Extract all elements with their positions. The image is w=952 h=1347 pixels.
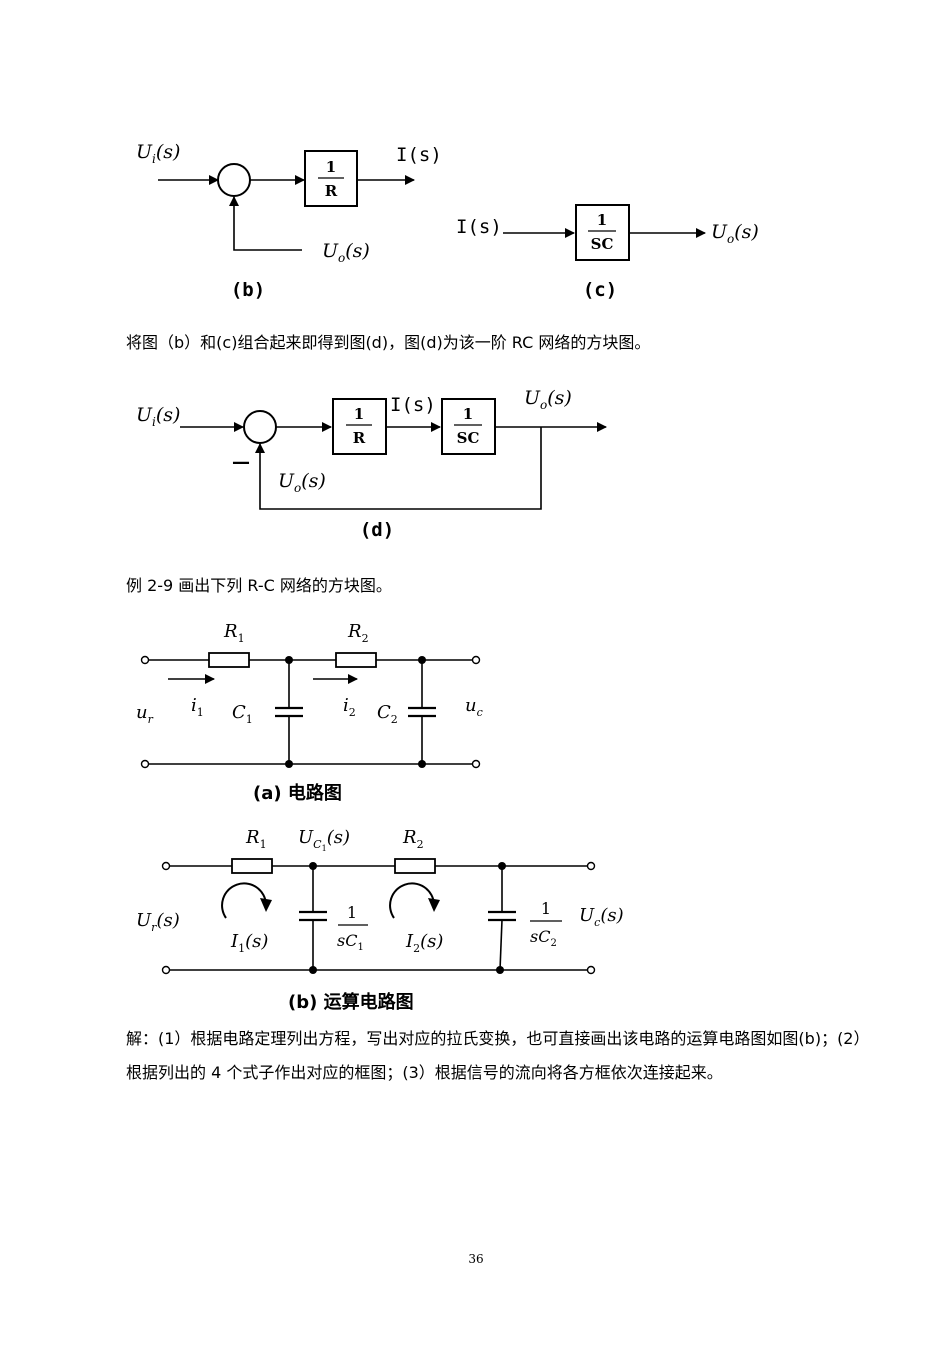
fig-d-input-label: Ui(s)	[136, 404, 180, 429]
circuit-b-I2-label: I2(s)	[405, 931, 443, 955]
circuit-b-R1-label: R1	[245, 827, 267, 851]
circuit-a-R2	[335, 652, 377, 668]
fig-b-block-den: R	[325, 182, 338, 200]
fig-b-feedback-line	[229, 196, 302, 251]
example-title: 例 2-9 画出下列 R-C 网络的方块图。	[126, 576, 392, 595]
circuit-b-terminal-in-bottom	[161, 965, 171, 975]
circuit-b-terminal-out-bottom	[586, 965, 596, 975]
circuit-a-uc-label: uc	[465, 695, 483, 719]
circuit-b-I1-label: I1(s)	[230, 931, 268, 955]
fig-c-caption: (c)	[583, 279, 617, 301]
figure-b: Ui(s) 1 R I(s) Uo(s) (b)	[136, 141, 442, 301]
fig-d-minus-sign: —	[232, 452, 250, 473]
circuit-a-i2-label: i2	[343, 695, 356, 719]
circuit-b-I2-loop-arrow	[389, 882, 435, 919]
paragraph-combine: 将图（b）和(c)组合起来即得到图(d)，图(d)为该一阶 RC 网络的方块图。	[126, 333, 651, 352]
circuit-b-Z2-den: sC2	[530, 927, 557, 949]
circuit-b-output-label: Uc(s)	[579, 905, 624, 929]
circuit-a-ur-label: ur	[136, 702, 154, 726]
fig-d-output-label: Uo(s)	[524, 387, 572, 412]
circuit-b-input-label: Ur(s)	[136, 910, 180, 934]
circuit-a-C2-label: C2	[377, 702, 398, 726]
circuit-a-R2-label: R2	[347, 621, 369, 645]
circuit-b-Z1-num: 1	[347, 903, 357, 922]
fig-d-block1-den: R	[353, 429, 366, 447]
circuit-b-R1	[231, 858, 273, 874]
circuit-b-node-voltage-label: UC1(s)	[298, 827, 350, 853]
fig-d-caption: (d)	[360, 519, 394, 541]
circuit-a-caption: (a) 电路图	[253, 782, 342, 804]
fig-b-caption: (b)	[231, 279, 265, 301]
circuit-a-terminal-in-bottom	[140, 759, 150, 769]
page-number: 36	[468, 1252, 484, 1266]
fig-c-block-num: 1	[597, 211, 607, 229]
circuit-b-caption: (b) 运算电路图	[288, 991, 414, 1013]
fig-d-block1-num: 1	[354, 405, 364, 423]
fig-d-feedback-label: Uo(s)	[278, 470, 326, 495]
circuit-a-terminal-out-top	[471, 655, 481, 665]
fig-d-block2-den: SC	[457, 429, 480, 447]
circuit-b-terminal-out-top	[586, 861, 596, 871]
circuit-a-R1	[208, 652, 250, 668]
fig-b-block-num: 1	[326, 158, 336, 176]
figure-c: I(s) 1 SC Uo(s) (c)	[456, 204, 759, 301]
fig-b-output-label: I(s)	[396, 144, 442, 166]
fig-d-block2-num: 1	[463, 405, 473, 423]
figure-d: Ui(s) 1 R I(s) 1 SC Uo(s) — Uo(s) (d)	[136, 387, 607, 541]
circuit-a-i1-label: i1	[191, 695, 204, 719]
fig-c-input-label: I(s)	[456, 216, 502, 238]
circuit-a: R1 R2 ur i1 C1 i2 C2 uc (a) 电路图	[136, 621, 483, 804]
circuit-b-I1-loop-arrow	[221, 882, 267, 919]
circuit-b-Z1-den: sC1	[337, 931, 364, 953]
circuit-b: 1 sC1 1 sC2 R1 UC1(s) R2 Ur(s) I1(s) I2(…	[136, 827, 624, 1013]
circuit-b-Z2-num: 1	[541, 899, 551, 918]
fig-d-summing-junction	[243, 410, 277, 444]
circuit-b-terminal-in-top	[161, 861, 171, 871]
fig-b-input-label: Ui(s)	[136, 141, 180, 166]
fig-b-block	[304, 150, 358, 207]
fig-d-mid-label: I(s)	[390, 394, 436, 416]
fig-b-summing-junction	[217, 163, 251, 197]
fig-c-output-label: Uo(s)	[711, 221, 759, 246]
circuit-a-terminal-out-bottom	[471, 759, 481, 769]
fig-c-block-den: SC	[591, 235, 614, 253]
fig-b-feedback-label: Uo(s)	[322, 240, 370, 265]
circuit-a-C1-label: C1	[232, 702, 253, 726]
circuit-a-terminal-in-top	[140, 655, 150, 665]
circuit-a-R1-label: R1	[223, 621, 245, 645]
solution-paragraph: 解：(1）根据电路定理列出方程，写出对应的拉氏变换，也可直接画出该电路的运算电路…	[126, 1029, 862, 1082]
fig-d-feedback-line	[255, 427, 542, 510]
circuit-b-R2-label: R2	[402, 827, 424, 851]
circuit-b-R2	[394, 858, 436, 874]
